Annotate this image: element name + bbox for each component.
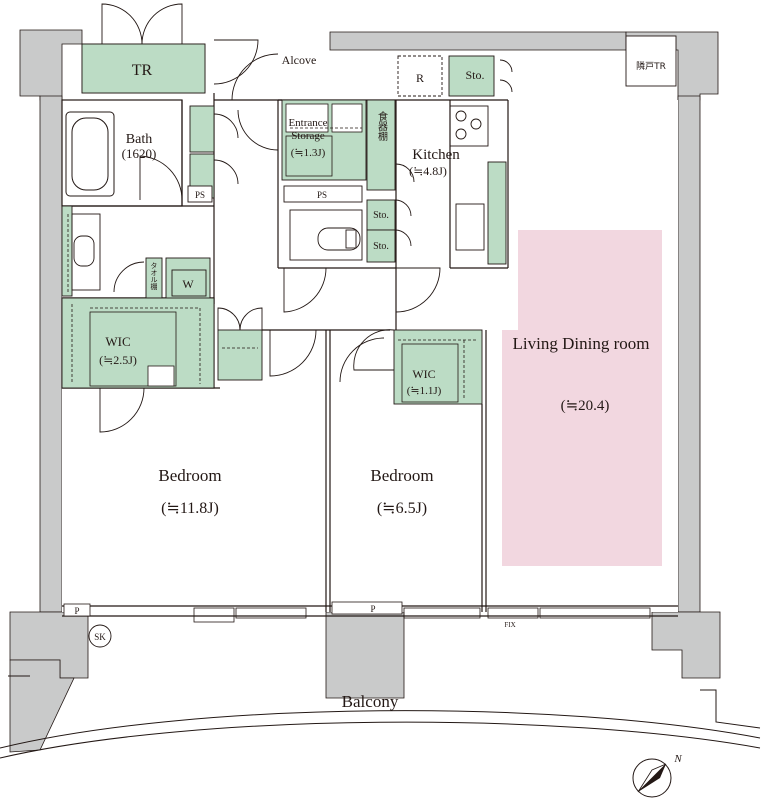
living-highlight	[518, 230, 662, 566]
ps-bath-box	[187, 185, 213, 203]
towel-shelf-label: タオル棚	[150, 262, 158, 291]
bedroom2-size: (≒6.5J)	[377, 500, 427, 517]
fridge-box	[397, 55, 443, 97]
bath-size: (1620)	[122, 146, 157, 161]
doors	[99, 3, 513, 433]
kitchen-sink	[455, 203, 485, 251]
bedroom2-name: Bedroom	[370, 466, 433, 485]
alcove-label: Alcove	[282, 53, 317, 67]
cupboard-label: 食器棚	[376, 110, 388, 142]
cooktop-icon	[449, 105, 489, 147]
storage-sto-top	[448, 55, 495, 97]
living-name: Living Dining room	[513, 334, 650, 353]
living-size: (≒20.4)	[561, 398, 610, 414]
entrance-storage-line1: Entrance	[288, 117, 327, 129]
tr-top-box	[81, 43, 206, 94]
north-arrow-icon: N	[632, 753, 682, 798]
shelf-dashes	[67, 127, 478, 400]
balcony-railing	[0, 675, 761, 759]
sto-lower-label: Sto.	[373, 241, 389, 252]
wic-small-size: (≒1.1J)	[407, 385, 442, 397]
kitchen-counter-side	[487, 161, 507, 265]
bath-door	[139, 155, 183, 201]
living-highlight-ext	[502, 330, 518, 566]
wash-shelf	[61, 205, 73, 297]
kitchen-name: Kitchen	[412, 147, 460, 163]
pipe-mid-box	[331, 601, 403, 615]
fix-label: FIX	[504, 621, 515, 629]
compass-n-label: N	[673, 753, 682, 765]
toilet-icon	[289, 209, 363, 261]
bedroom1-size: (≒11.8J)	[161, 500, 219, 517]
ps-hall-box	[283, 185, 363, 203]
kitchen-size: (≒4.8J)	[409, 164, 447, 178]
cupboard	[366, 99, 396, 191]
entrance-storage-size: (≒1.3J)	[291, 147, 326, 159]
washer-inner	[171, 269, 207, 297]
pipe-left-label: P	[74, 606, 79, 616]
balcony-label: Balcony	[342, 692, 399, 711]
fridge-label: R	[416, 71, 424, 85]
pipe-left-box	[63, 603, 91, 617]
sash-windows	[193, 607, 651, 623]
washer-label: W	[182, 277, 194, 291]
kitchen-storage-label: Sto.	[465, 68, 484, 82]
ps-bath-label: PS	[195, 190, 205, 200]
sk-label: SK	[94, 632, 106, 642]
bathtub-icon	[65, 111, 115, 197]
wic-large-name: WIC	[105, 334, 130, 349]
wic-large-size: (≒2.5J)	[99, 353, 137, 367]
washbasin-icon	[71, 213, 101, 291]
bedroom1-name: Bedroom	[158, 466, 221, 485]
neighbor-tr-box	[625, 35, 677, 87]
bath-name: Bath	[126, 132, 152, 147]
sto-upper-label: Sto.	[373, 210, 389, 221]
entrance-storage-line2: Storage	[291, 130, 325, 142]
sto-upper	[366, 199, 396, 231]
sto-lower	[366, 229, 396, 263]
storage-details	[89, 103, 459, 403]
ps-hall-label: PS	[317, 190, 327, 200]
corridor-shelf-1	[189, 105, 215, 153]
tr-top-label: TR	[132, 62, 153, 79]
shoe-cabinet	[217, 329, 263, 381]
neighbor-tr-label: 隣戸TR	[636, 60, 666, 72]
exterior-walls	[9, 29, 721, 753]
sk-circle	[88, 624, 112, 648]
pipe-mid-label: P	[370, 604, 375, 614]
wic-small-name: WIC	[412, 367, 435, 381]
